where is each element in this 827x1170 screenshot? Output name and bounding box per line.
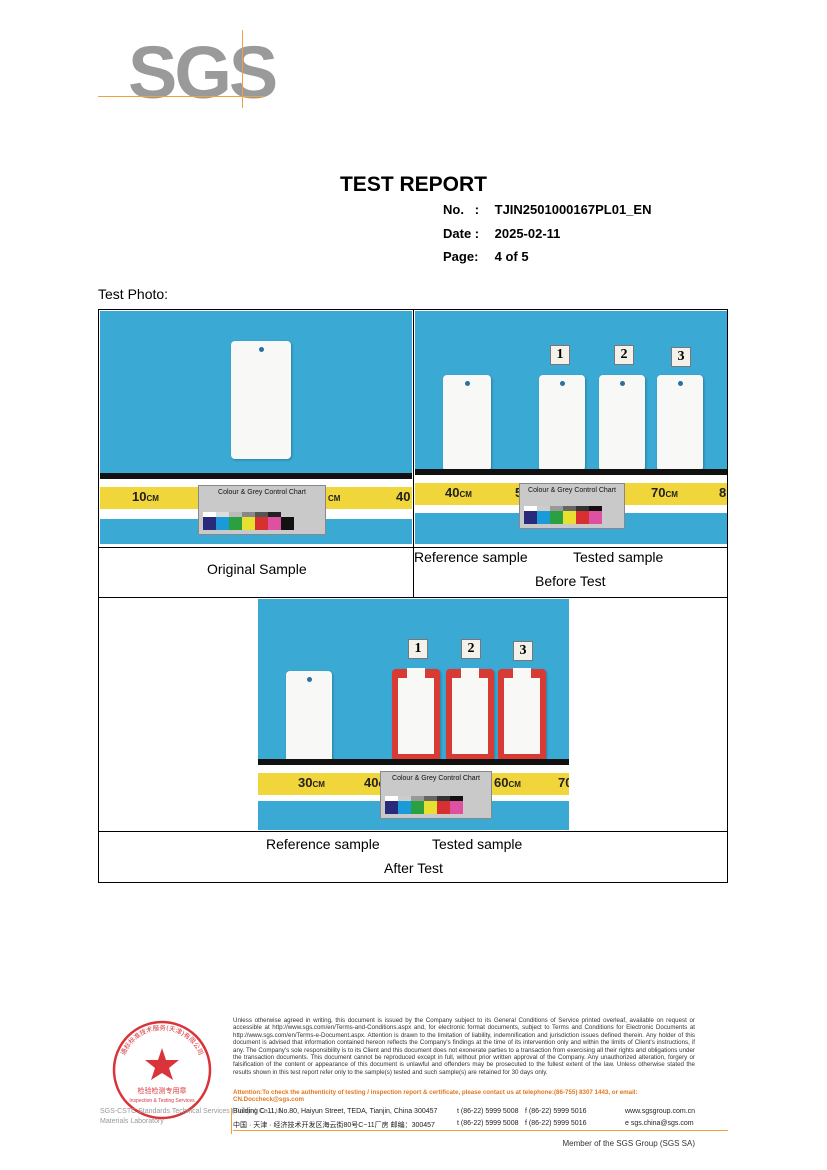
tested-card-2 bbox=[446, 668, 494, 761]
reference-card bbox=[286, 671, 332, 767]
ruler-label: 10 bbox=[132, 489, 147, 504]
photo-table: 10CM CM 40 Colour & Grey Control Chart 1… bbox=[98, 309, 728, 883]
after-tested-caption: Tested sample bbox=[432, 836, 523, 852]
section-label: Test Photo: bbox=[98, 286, 169, 302]
tested-card-1 bbox=[392, 668, 440, 761]
reference-card bbox=[443, 375, 491, 471]
original-sample-photo: 10CM CM 40 Colour & Grey Control Chart bbox=[100, 311, 412, 544]
report-date-label: Date : bbox=[443, 226, 480, 241]
address-en: Building C-11, No.80, Haiyun Street, TED… bbox=[233, 1108, 438, 1115]
before-reference-caption: Reference sample bbox=[414, 549, 528, 565]
report-number-sep: : bbox=[474, 202, 480, 217]
phone-cn: t (86-22) 5999 5008 bbox=[457, 1120, 519, 1127]
report-number: No. : TJIN2501000167PL01_EN bbox=[443, 202, 651, 217]
seal-text-en: Inspection & Testing Services bbox=[129, 1098, 195, 1104]
report-page-value: 4 of 5 bbox=[494, 249, 529, 264]
tested-card-3 bbox=[498, 668, 546, 761]
before-test-photo: 1 2 3 40CM 50 70CM 8 Colour & Grey Contr… bbox=[415, 311, 727, 544]
ruler-unit: CM bbox=[459, 490, 472, 499]
sample-number-label: 3 bbox=[671, 347, 691, 367]
ruler-label: 40 bbox=[364, 775, 379, 790]
ruler-label: 40 bbox=[445, 485, 460, 500]
ruler-unit: CM bbox=[508, 780, 521, 789]
footer-attention: Attention:To check the authenticity of t… bbox=[233, 1089, 638, 1104]
sample-number-label: 1 bbox=[408, 639, 428, 659]
sample-number-label: 2 bbox=[614, 345, 634, 365]
lab-name: SGS-CSTC Standards Technical Services (T… bbox=[100, 1107, 283, 1127]
tested-card-1 bbox=[539, 375, 585, 471]
lab-name-line1: SGS-CSTC Standards Technical Services (T… bbox=[100, 1108, 284, 1115]
report-date: Date : 2025-02-11 bbox=[443, 226, 560, 241]
tested-card-3 bbox=[657, 375, 703, 471]
original-sample-caption: Original Sample bbox=[207, 561, 307, 577]
report-number-label: No. bbox=[443, 202, 464, 217]
sample-number-label: 1 bbox=[550, 345, 570, 365]
lab-name-line2: Materials Laboratory bbox=[100, 1118, 164, 1125]
logo-vertical-rule bbox=[242, 30, 243, 108]
chart-title: Colour & Grey Control Chart bbox=[528, 487, 616, 494]
logo-horizontal-rule bbox=[98, 96, 264, 97]
sample-number-label: 3 bbox=[513, 641, 533, 661]
email[interactable]: e sgs.china@sgs.com bbox=[625, 1120, 694, 1127]
sample-card bbox=[231, 341, 291, 459]
footer-disclaimer: Unless otherwise agreed in writing, this… bbox=[233, 1017, 695, 1076]
ruler-label: 70 bbox=[651, 485, 666, 500]
before-tested-caption: Tested sample bbox=[573, 549, 664, 565]
footer-rule bbox=[233, 1130, 728, 1131]
company-seal: 检验检测专用章 Inspection & Testing Services 通标… bbox=[112, 1020, 212, 1120]
photo-row-top: 10CM CM 40 Colour & Grey Control Chart 1… bbox=[99, 310, 727, 598]
address-bar bbox=[231, 1108, 232, 1134]
seal-text-cn: 检验检测专用章 bbox=[138, 1086, 187, 1095]
ruler-unit: CM bbox=[312, 780, 325, 789]
after-reference-caption: Reference sample bbox=[266, 836, 380, 852]
chart-title: Colour & Grey Control Chart bbox=[392, 775, 480, 782]
phone-en: t (86-22) 5999 5008 bbox=[457, 1108, 519, 1115]
page-title: TEST REPORT bbox=[339, 173, 487, 196]
caption-row-bottom: Reference sample Tested sample After Tes… bbox=[99, 832, 727, 882]
ruler-label: 8 bbox=[719, 485, 727, 500]
after-test-caption: After Test bbox=[384, 860, 443, 876]
sample-number-label: 2 bbox=[461, 639, 481, 659]
fax-en: f (86-22) 5999 5016 bbox=[525, 1108, 587, 1115]
ruler-label: 70 bbox=[558, 775, 569, 790]
after-test-photo: 1 2 3 30CM 40CM 50 60CM 70 Colour & Grey… bbox=[258, 599, 569, 830]
ruler-label: 40 bbox=[396, 489, 411, 504]
sgs-logo: SGS bbox=[98, 30, 278, 110]
report-date-value: 2025-02-11 bbox=[494, 226, 561, 241]
ruler-unit: CM bbox=[665, 490, 678, 499]
member-statement: Member of the SGS Group (SGS SA) bbox=[562, 1139, 696, 1148]
colour-grey-chart: Colour & Grey Control Chart bbox=[519, 483, 625, 529]
colour-grey-chart: Colour & Grey Control Chart bbox=[380, 771, 492, 819]
report-number-value: TJIN2501000167PL01_EN bbox=[494, 202, 652, 217]
column-divider bbox=[413, 310, 414, 598]
website[interactable]: www.sgsgroup.com.cn bbox=[625, 1108, 696, 1115]
ruler-label: 30 bbox=[298, 775, 313, 790]
ruler-label: 60 bbox=[494, 775, 509, 790]
chart-title: Colour & Grey Control Chart bbox=[218, 489, 306, 496]
ruler-unit: CM bbox=[328, 494, 341, 503]
sgs-logo-text: SGS bbox=[128, 31, 278, 114]
address-cn: 中国 · 天津 · 经济技术开发区海云街80号C−11厂房 邮编：300457 bbox=[233, 1122, 435, 1129]
photo-row-bottom: 1 2 3 30CM 40CM 50 60CM 70 Colour & Grey… bbox=[99, 598, 727, 832]
fax-cn: f (86-22) 5999 5016 bbox=[525, 1120, 587, 1127]
tested-card-2 bbox=[599, 375, 645, 471]
report-page-label: Page: bbox=[443, 249, 479, 264]
caption-row-top: Original Sample Reference sample Tested … bbox=[99, 547, 727, 598]
report-page: Page: 4 of 5 bbox=[443, 249, 529, 264]
colour-grey-chart: Colour & Grey Control Chart bbox=[198, 485, 326, 535]
before-test-caption: Before Test bbox=[535, 573, 606, 589]
ruler-unit: CM bbox=[146, 494, 159, 503]
